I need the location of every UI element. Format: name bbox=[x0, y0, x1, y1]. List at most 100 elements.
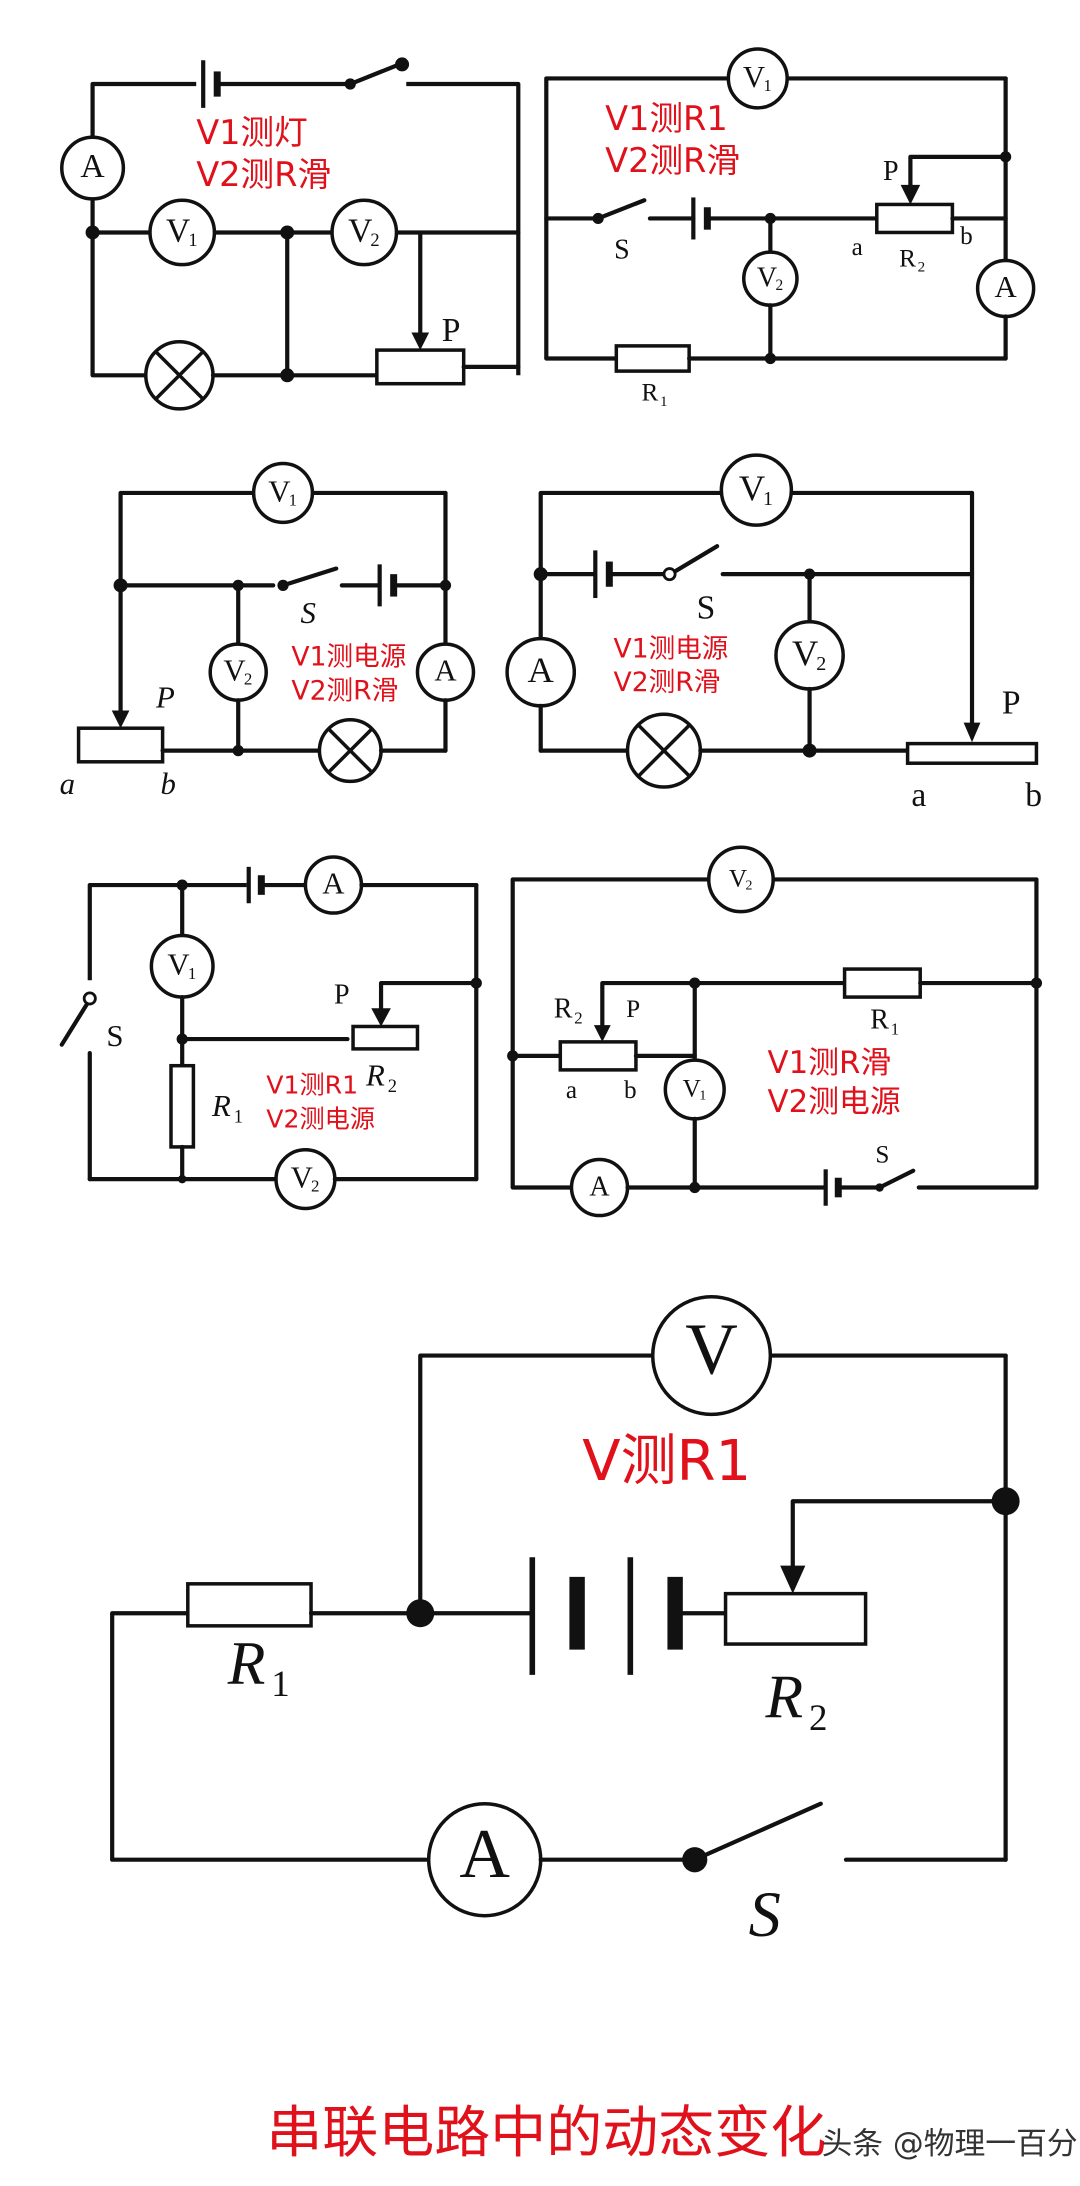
voltmeter-v2-symbol: V bbox=[757, 262, 777, 293]
resistor-label-r1: R bbox=[642, 380, 659, 407]
switch-pivot bbox=[82, 991, 97, 1006]
voltmeter-v1-subscript: 1 bbox=[763, 76, 771, 95]
resistor-rheostat bbox=[905, 741, 1039, 765]
wire bbox=[348, 62, 402, 87]
voltmeter-v2-symbol: V bbox=[729, 866, 747, 893]
voltmeter-v2-subscript: 2 bbox=[746, 878, 753, 893]
ammeter-symbol: A bbox=[528, 650, 555, 690]
slider-label-p: P bbox=[334, 979, 350, 1010]
slider-arrowhead bbox=[371, 1008, 391, 1027]
wire bbox=[908, 154, 1006, 201]
slider-label-p: P bbox=[155, 680, 175, 714]
resistor-label-r2: R bbox=[554, 993, 573, 1024]
resistor-label-r1: R bbox=[227, 1629, 266, 1697]
slider-label-p: P bbox=[883, 156, 899, 187]
end-label-b: b bbox=[1025, 777, 1042, 814]
resistor-label-r1-subscript: 1 bbox=[234, 1107, 243, 1127]
resistor-label-r1-subscript: 1 bbox=[660, 394, 668, 410]
slider-arrowhead bbox=[900, 184, 921, 205]
ammeter-symbol: A bbox=[80, 148, 105, 185]
resistor-r2 bbox=[558, 1040, 638, 1072]
resistor-r2 bbox=[875, 202, 955, 235]
ammeter-symbol: A bbox=[459, 1816, 510, 1893]
junction-dot bbox=[280, 225, 295, 240]
resistor-label-r2: R bbox=[765, 1663, 804, 1731]
voltmeter-v1-circle bbox=[251, 461, 315, 525]
end-label-b: b bbox=[624, 1077, 637, 1104]
resistor-r1 bbox=[169, 1063, 196, 1149]
resistor-label-r1-subscript: 1 bbox=[271, 1663, 289, 1704]
resistor-label-r2-subscript: 2 bbox=[574, 1008, 582, 1027]
wire bbox=[596, 198, 647, 221]
voltmeter-v2-symbol: V bbox=[223, 654, 245, 688]
voltmeter-v1-circle bbox=[148, 198, 217, 267]
resistor-r1 bbox=[614, 344, 691, 373]
voltmeter-v2-subscript: 2 bbox=[816, 653, 826, 675]
voltmeter-v1-symbol: V bbox=[739, 468, 765, 508]
resistor-r1 bbox=[842, 967, 922, 999]
voltmeter-v1-subscript: 1 bbox=[699, 1088, 706, 1103]
lamp-cross bbox=[327, 727, 374, 774]
annotation-label: V1测灯 bbox=[196, 113, 308, 152]
annotation-label: V2测R滑 bbox=[291, 675, 398, 706]
resistor-label-r1: R bbox=[211, 1089, 231, 1123]
ammeter-symbol: A bbox=[995, 270, 1018, 304]
end-label-a: a bbox=[566, 1077, 577, 1104]
slider-arrowhead bbox=[111, 710, 130, 729]
voltmeter-v1-circle bbox=[719, 453, 794, 527]
resistor-label-r2: R bbox=[365, 1058, 385, 1092]
end-label-a: a bbox=[911, 777, 926, 814]
resistor-rheostat bbox=[76, 726, 165, 764]
resistor-r1 bbox=[186, 1582, 313, 1628]
ammeter-symbol: A bbox=[322, 867, 345, 901]
resistor-label-r1: R bbox=[870, 1005, 889, 1036]
voltmeter-v2-circle bbox=[330, 198, 399, 267]
annotation-label: V测R1 bbox=[582, 1429, 751, 1494]
voltmeter-v1-symbol: V bbox=[743, 60, 765, 94]
voltmeter-v2-subscript: 2 bbox=[311, 1177, 319, 1196]
footer-source: 头条 @物理一百分 bbox=[822, 2126, 1078, 2162]
wire bbox=[790, 1499, 1006, 1575]
wire bbox=[544, 76, 729, 359]
annotation-label: V1测R滑 bbox=[768, 1045, 892, 1081]
ammeter-circle bbox=[60, 135, 126, 201]
voltmeter-v2-symbol: V bbox=[291, 1161, 313, 1195]
switch-label-s: S bbox=[749, 1879, 781, 1950]
voltmeter-v1-circle bbox=[726, 47, 789, 110]
switch-label-s: S bbox=[697, 589, 716, 626]
end-label-b: b bbox=[960, 223, 973, 250]
voltmeter-v1-symbol: V bbox=[167, 948, 189, 982]
wire bbox=[692, 1801, 823, 1862]
voltmeter-symbol: V bbox=[685, 1309, 738, 1390]
end-label-a: a bbox=[852, 234, 863, 261]
annotation-label: V2测R滑 bbox=[196, 155, 331, 194]
junction-dot bbox=[1030, 977, 1043, 989]
resistor-label-r2: R bbox=[899, 245, 916, 272]
voltmeter-v1-symbol: V bbox=[268, 474, 290, 508]
annotation-label: V2测R滑 bbox=[605, 141, 740, 180]
wire bbox=[87, 882, 247, 981]
junction-dot bbox=[178, 1174, 187, 1184]
wire bbox=[538, 490, 722, 673]
junction-dot bbox=[395, 57, 410, 72]
lamp-cross bbox=[637, 723, 691, 778]
junction-dot bbox=[280, 368, 295, 383]
junction-dot bbox=[406, 1599, 435, 1628]
slider-arrowhead bbox=[780, 1565, 806, 1594]
voltmeter-v1-subscript: 1 bbox=[289, 490, 297, 509]
switch-label-s: S bbox=[106, 1019, 123, 1053]
resistor-label-r2-subscript: 2 bbox=[388, 1076, 397, 1096]
resistor-label-r2-subscript: 2 bbox=[918, 260, 926, 276]
resistor-label-r1-subscript: 1 bbox=[891, 1020, 899, 1039]
junction-dot bbox=[470, 977, 482, 989]
voltmeter-v2-circle bbox=[706, 845, 775, 914]
resistor bbox=[375, 348, 466, 386]
